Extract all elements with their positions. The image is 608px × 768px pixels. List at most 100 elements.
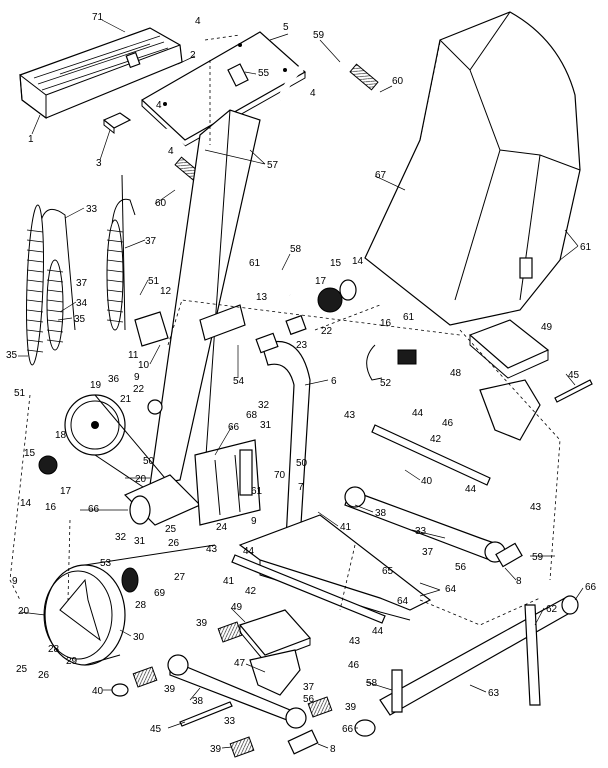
callout-17: 17 <box>60 486 72 497</box>
callout-31: 31 <box>260 420 272 431</box>
callout-37: 37 <box>145 236 157 247</box>
callout-8: 8 <box>516 576 522 587</box>
callout-33: 33 <box>86 204 98 215</box>
callout-43: 43 <box>349 636 361 647</box>
callout-50: 50 <box>296 458 308 469</box>
callout-71: 71 <box>92 12 104 23</box>
callout-41: 41 <box>340 522 352 533</box>
callout-59: 59 <box>532 552 544 563</box>
callout-9: 9 <box>134 372 140 383</box>
callout-39: 39 <box>196 618 208 629</box>
callout-60: 60 <box>155 198 167 209</box>
callout-40: 40 <box>92 686 104 697</box>
callout-51: 51 <box>14 388 26 399</box>
callout-21: 21 <box>120 394 132 405</box>
callout-49: 49 <box>231 602 243 613</box>
callout-3: 3 <box>96 158 102 169</box>
callout-47: 47 <box>234 658 246 669</box>
callout-66: 66 <box>228 422 240 433</box>
callout-15: 15 <box>24 448 36 459</box>
callout-68: 68 <box>246 410 258 421</box>
callout-37: 37 <box>422 547 434 558</box>
callout-4: 4 <box>156 100 162 111</box>
callout-36: 36 <box>108 374 120 385</box>
callout-59: 59 <box>313 30 325 41</box>
callout-26: 26 <box>168 538 180 549</box>
base-frame <box>238 514 579 716</box>
callout-31: 31 <box>134 536 146 547</box>
callout-7: 7 <box>298 482 304 493</box>
callout-64: 64 <box>397 596 409 607</box>
callout-8: 8 <box>330 744 336 755</box>
chain-springs <box>26 174 136 366</box>
console-unit <box>19 27 183 119</box>
callout-30: 30 <box>133 632 145 643</box>
callout-16: 16 <box>380 318 392 329</box>
upper-handlebar <box>147 56 423 297</box>
callout-35: 35 <box>74 314 86 325</box>
callout-32: 32 <box>258 400 270 411</box>
callout-28: 28 <box>48 644 60 655</box>
callout-39: 39 <box>210 744 222 755</box>
callout-42: 42 <box>245 586 257 597</box>
callout-18: 18 <box>55 430 67 441</box>
callout-43: 43 <box>206 544 218 555</box>
callout-46: 46 <box>348 660 360 671</box>
callout-4: 4 <box>310 88 316 99</box>
shroud-cover <box>364 11 581 326</box>
callout-37: 37 <box>303 682 315 693</box>
resistance-housing <box>194 439 261 526</box>
callout-44: 44 <box>372 626 384 637</box>
callout-20: 20 <box>18 606 30 617</box>
callout-14: 14 <box>20 498 32 509</box>
callout-69: 69 <box>154 588 166 599</box>
callout-44: 44 <box>412 408 424 419</box>
callout-20: 20 <box>135 474 147 485</box>
callout-61: 61 <box>249 258 261 269</box>
callout-48: 48 <box>450 368 462 379</box>
callout-61: 61 <box>403 312 415 323</box>
main-upright <box>149 109 311 541</box>
callout-15: 15 <box>330 258 342 269</box>
callout-66: 66 <box>585 582 597 593</box>
callout-41: 41 <box>223 576 235 587</box>
callout-12: 12 <box>160 286 172 297</box>
callout-64: 64 <box>445 584 457 595</box>
callout-43: 43 <box>344 410 356 421</box>
callout-4: 4 <box>195 16 201 27</box>
callout-28: 28 <box>135 600 147 611</box>
callout-17: 17 <box>315 276 327 287</box>
callout-9: 9 <box>12 576 18 587</box>
callout-25: 25 <box>165 524 177 535</box>
callout-57: 57 <box>267 160 279 171</box>
callout-54: 54 <box>233 376 245 387</box>
callout-35: 35 <box>6 350 18 361</box>
callout-49: 49 <box>541 322 553 333</box>
callout-61: 61 <box>580 242 592 253</box>
callout-16: 16 <box>45 502 57 513</box>
callout-32: 32 <box>115 532 127 543</box>
callout-14: 14 <box>352 256 364 267</box>
pedal-lower <box>238 609 312 696</box>
callout-25: 25 <box>16 664 28 675</box>
callout-22: 22 <box>133 384 145 395</box>
callout-11: 11 <box>128 350 139 361</box>
callout-5: 5 <box>283 22 289 33</box>
callout-6: 6 <box>331 376 337 387</box>
callout-45: 45 <box>568 370 580 381</box>
callout-23: 23 <box>296 340 308 351</box>
callout-56: 56 <box>303 694 315 705</box>
callout-51: 51 <box>148 276 160 287</box>
callout-39: 39 <box>345 702 357 713</box>
callout-70: 70 <box>274 470 286 481</box>
callout-46: 46 <box>442 418 454 429</box>
callout-65: 65 <box>382 566 394 577</box>
callout-55: 55 <box>258 68 270 79</box>
callout-62: 62 <box>546 604 558 615</box>
callout-2: 2 <box>190 50 196 61</box>
callout-24: 24 <box>216 522 228 533</box>
callout-labels: 71 1 4 5 59 2 55 60 4 3 4 4 57 67 33 60 … <box>6 12 597 755</box>
callout-10: 10 <box>138 360 150 371</box>
callout-34: 34 <box>76 298 88 309</box>
callout-43: 43 <box>530 502 542 513</box>
